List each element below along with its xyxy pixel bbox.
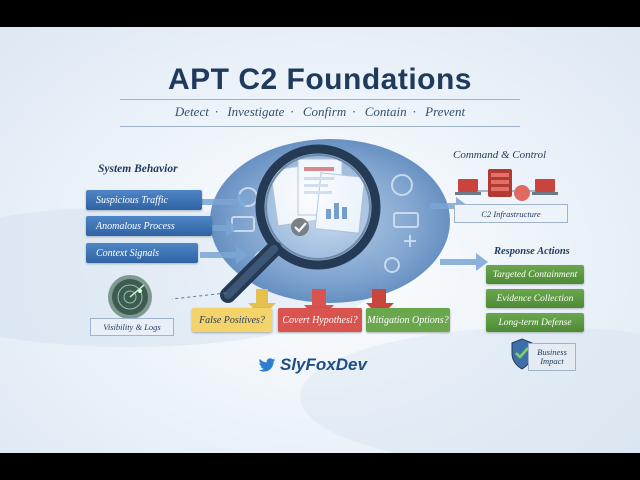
left-item-context-signals: Context Signals bbox=[86, 243, 198, 263]
c2-infrastructure-label: C2 Infrastructure bbox=[454, 204, 568, 223]
flow-arrow bbox=[200, 219, 238, 237]
flow-arrow bbox=[200, 193, 250, 211]
shield-icon bbox=[511, 338, 533, 370]
node-icon bbox=[384, 257, 400, 273]
flow-arrow bbox=[440, 253, 488, 271]
subtitle-steps: Detect· Investigate· Confirm· Contain· P… bbox=[174, 104, 466, 119]
c2-infrastructure-icon bbox=[455, 169, 558, 201]
bird-icon bbox=[258, 357, 276, 372]
response-actions-heading: Response Actions bbox=[494, 246, 570, 257]
left-item-suspicious-traffic: Suspicious Traffic bbox=[86, 190, 202, 210]
server-icon bbox=[393, 212, 419, 228]
dashed-connector bbox=[171, 292, 227, 300]
action-long-term-defense: Long-term Defense bbox=[486, 313, 584, 332]
step-detect: Detect bbox=[174, 104, 209, 119]
system-behavior-heading: System Behavior bbox=[98, 163, 178, 175]
command-control-heading: Command & Control bbox=[453, 149, 547, 161]
business-impact-label: Business Impact bbox=[528, 343, 576, 371]
step-investigate: Investigate bbox=[227, 104, 285, 119]
title-rule-top bbox=[120, 99, 520, 100]
central-graphic bbox=[108, 139, 558, 370]
visibility-logs-label: Visibility & Logs bbox=[90, 318, 174, 336]
page-title: APT C2 Foundations bbox=[168, 63, 472, 96]
title-rule-bottom bbox=[120, 126, 520, 127]
step-contain: Contain bbox=[364, 104, 407, 119]
action-targeted-containment: Targeted Containment bbox=[486, 265, 584, 284]
left-item-anomalous-process: Anomalous Process bbox=[86, 216, 212, 236]
question-false-positives: False Positives? bbox=[192, 308, 272, 332]
step-prevent: Prevent bbox=[425, 104, 466, 119]
action-evidence-collection: Evidence Collection bbox=[486, 289, 584, 308]
question-mitigation-options: Mitigation Options? bbox=[366, 308, 450, 332]
radar-icon bbox=[108, 275, 152, 319]
gear-icon bbox=[391, 174, 413, 196]
brand-handle: SlyFoxDev bbox=[258, 355, 367, 375]
brand-name: SlyFoxDev bbox=[280, 355, 367, 374]
question-covert-hypothesis: Covert Hypothesi? bbox=[278, 308, 362, 332]
magnifier-icon bbox=[220, 144, 381, 303]
business-impact-line-1: Business bbox=[537, 347, 567, 357]
step-confirm: Confirm bbox=[302, 104, 347, 119]
flow-arrow bbox=[200, 246, 248, 264]
network-icon bbox=[404, 235, 416, 247]
cloud-icon bbox=[514, 185, 530, 201]
diagram-canvas: APT C2 Foundations Detect· Investigate· … bbox=[0, 27, 640, 453]
business-impact-line-2: Impact bbox=[540, 356, 564, 366]
